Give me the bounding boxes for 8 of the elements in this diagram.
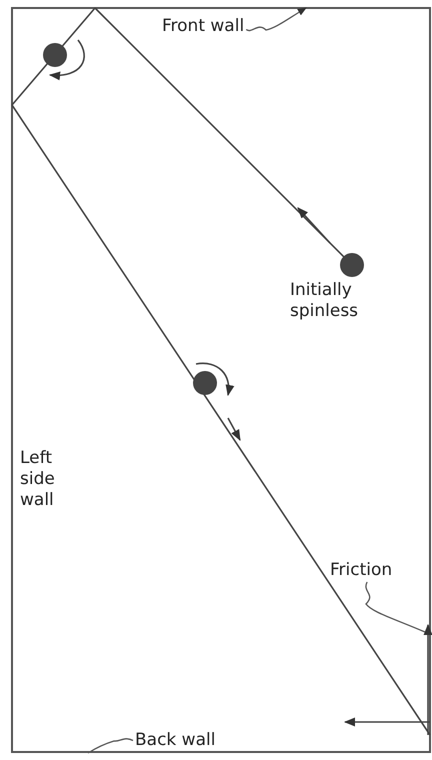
wall-label: Back wall (135, 730, 216, 751)
leader-line (365, 582, 426, 633)
leader-line (246, 7, 307, 32)
ball-label: Initially spinless (290, 280, 360, 322)
wall-label: Left side wall (20, 448, 56, 511)
leader-line (88, 738, 134, 754)
wall-label: Front wall (162, 16, 244, 37)
force-label: Friction (330, 560, 392, 581)
